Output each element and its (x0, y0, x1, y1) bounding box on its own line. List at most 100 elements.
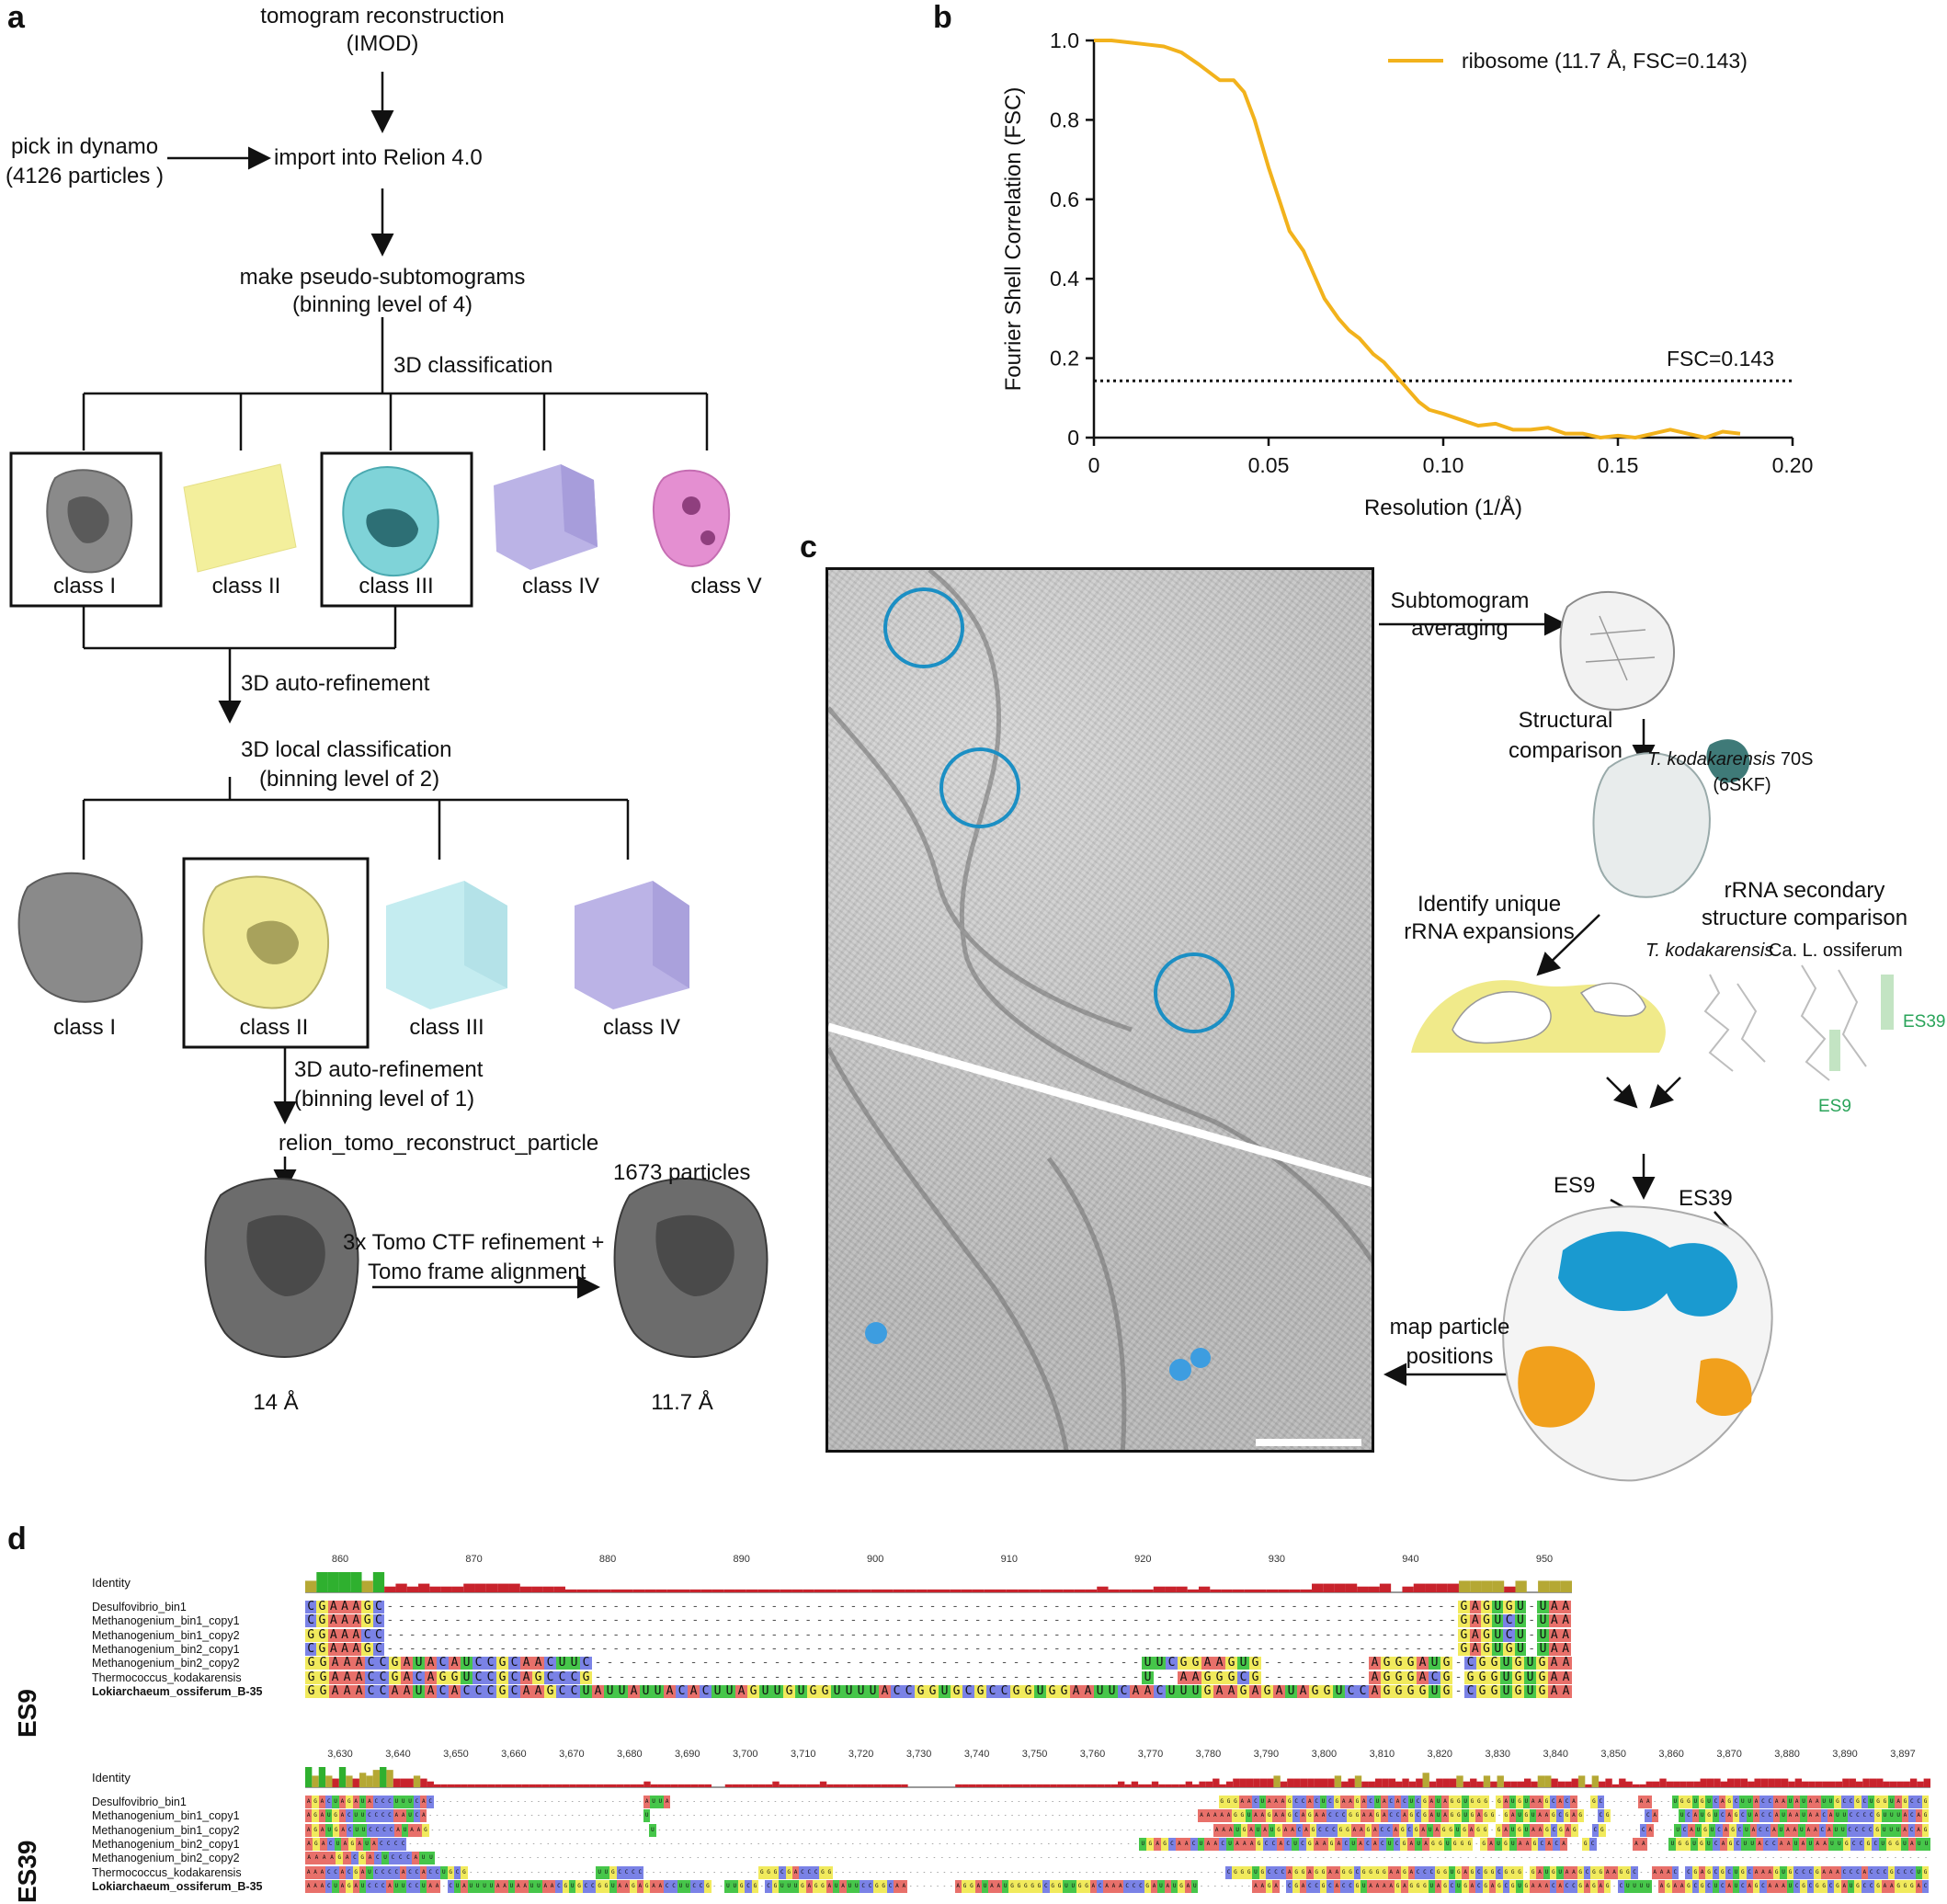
identity-bar (1727, 1778, 1735, 1787)
identity-bar (712, 1589, 724, 1592)
identity-bar (1909, 1778, 1918, 1787)
identity-bar (325, 1775, 333, 1787)
identity-bar (1666, 1781, 1674, 1787)
identity-bar (562, 1784, 570, 1787)
identity-bar (1447, 1583, 1459, 1592)
ruler-tick-label: 3,750 (1021, 1749, 1048, 1760)
identity-bar (1842, 1778, 1850, 1787)
identity-bar (982, 1784, 990, 1787)
identity-bar (1198, 1586, 1211, 1592)
class-label: class IV (602, 1015, 681, 1040)
identity-bar (485, 1583, 498, 1592)
identity-bar (1327, 1778, 1335, 1787)
ruler-tick-label: 3,660 (501, 1749, 527, 1760)
workflow-connectors (9, 72, 769, 1358)
step-autoref2: 3D auto-refinement (294, 1057, 484, 1082)
identity-bar (853, 1784, 861, 1787)
identity-bar (1334, 1583, 1346, 1592)
identity-bar (1517, 1781, 1524, 1787)
identity-bar (1178, 1784, 1186, 1787)
identity-bar (1652, 1781, 1660, 1787)
ruler-tick-label: 3,760 (1079, 1749, 1106, 1760)
identity-bar (698, 1784, 705, 1787)
step-autoref: 3D auto-refinement (241, 671, 430, 696)
identity-bar (1524, 1778, 1531, 1787)
identity-bar (1395, 1781, 1403, 1787)
identity-bar (575, 1784, 584, 1787)
identity-bar (1855, 1781, 1863, 1787)
identity-bar (746, 1589, 758, 1592)
pdb-id: (6SKF) (1713, 775, 1771, 795)
identity-bar (1835, 1781, 1843, 1787)
identity-bar (1456, 1775, 1463, 1787)
identity-bar (1490, 1781, 1497, 1787)
identity-bar (1233, 1778, 1240, 1787)
identity-bar (332, 1778, 339, 1787)
identity-bar (689, 1589, 701, 1592)
identity-bar (1022, 1784, 1030, 1787)
identity-bar (1577, 1775, 1586, 1787)
identity-bar (1287, 1778, 1294, 1787)
identity-bar (772, 1781, 780, 1787)
identity-bar (1686, 1781, 1694, 1787)
legend-label: ribosome (11.7 Å, FSC=0.143) (1462, 48, 1748, 73)
identity-bar (1605, 1778, 1612, 1787)
identity-bar (447, 1784, 455, 1787)
identity-bar (1278, 1589, 1290, 1592)
identity-bar (393, 1778, 401, 1787)
identity-bar (1110, 1784, 1118, 1787)
identity-bar (1042, 1784, 1051, 1787)
identity-bar (1118, 1781, 1125, 1787)
identity-bar (1382, 1778, 1389, 1787)
identity-bar (1076, 1784, 1085, 1787)
identity-bar (724, 1784, 733, 1787)
identity-bar (596, 1784, 604, 1787)
identity-bar (327, 1572, 339, 1592)
identity-bar (758, 1784, 766, 1787)
identity-bar (1449, 1778, 1457, 1787)
step-make: make pseudo-subtomograms (239, 265, 526, 290)
identity-bar (1714, 1778, 1721, 1787)
resolution-14: 14 Å (253, 1390, 299, 1415)
identity-bar (839, 1784, 848, 1787)
ruler-tick-label: 3,840 (1543, 1749, 1568, 1760)
identity-bar (1889, 1781, 1897, 1787)
es9-map-label: ES9 (1554, 1173, 1596, 1198)
identity-bar (361, 1580, 373, 1592)
sequence-name: Desulfovibrio_bin1 (92, 1601, 187, 1613)
es9-identity-label: Identity (92, 1576, 131, 1590)
identity-bar (666, 1589, 679, 1592)
ruler-tick-label: 930 (1268, 1554, 1286, 1565)
identity-bar (1368, 1781, 1375, 1787)
identity-bar (372, 1572, 385, 1592)
identity-bar (623, 1784, 631, 1787)
identity-bar (1354, 1775, 1362, 1787)
identity-bar (474, 1583, 486, 1592)
es39-identity-label: Identity (92, 1771, 131, 1784)
ruler-tick-label: 3,800 (1311, 1749, 1338, 1760)
y-tick-label: 0 (1067, 426, 1079, 450)
identity-bar (881, 1784, 888, 1787)
ruler-tick-label: 3,710 (790, 1749, 816, 1760)
identity-bar (406, 1778, 414, 1787)
identity-bar (825, 1589, 837, 1592)
identity-bar (621, 1589, 633, 1592)
identity-bar (1280, 1781, 1288, 1787)
identity-bar (1219, 1784, 1226, 1787)
identity-bar (1119, 1589, 1132, 1592)
identity-bar (1138, 1784, 1145, 1787)
identity-bar (1185, 1781, 1193, 1787)
identity-bar (487, 1784, 495, 1787)
identity-bar (769, 1589, 780, 1592)
sequence-name: Methanogenium_bin1_copy2 (92, 1628, 240, 1642)
